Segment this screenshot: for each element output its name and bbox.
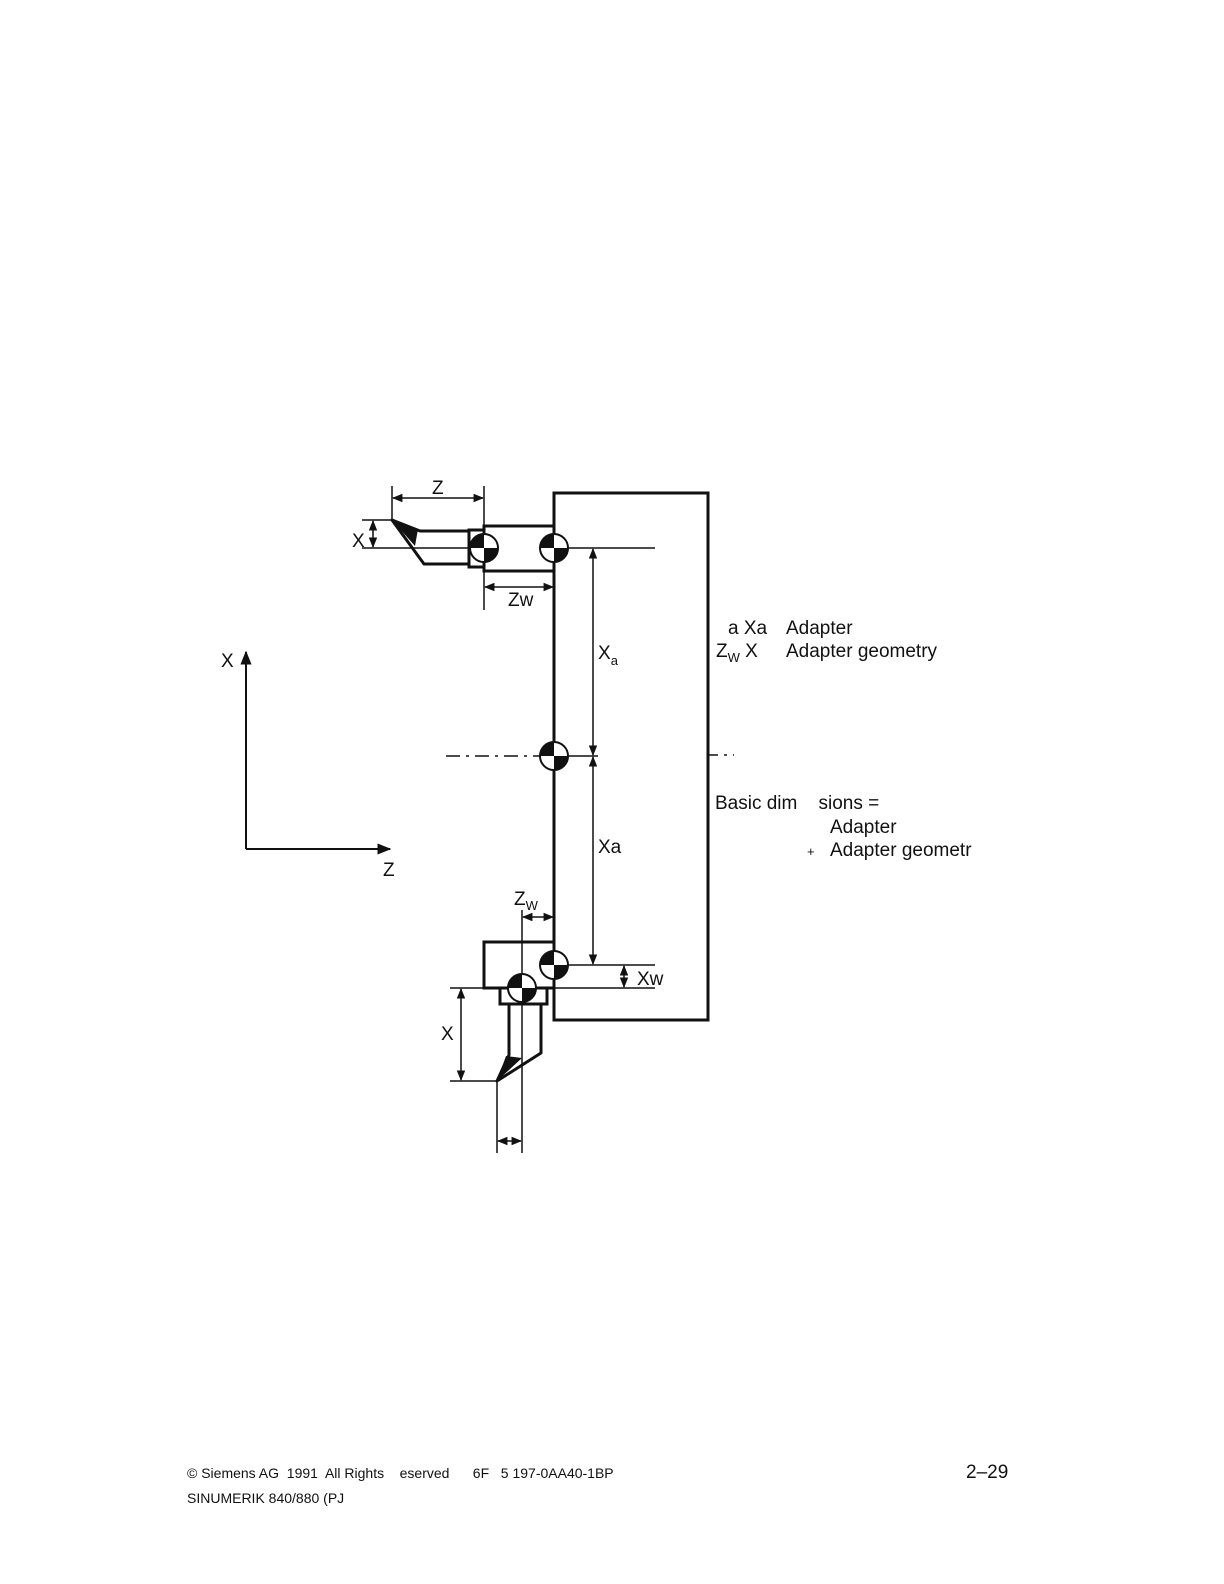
top-zw-label: Zw xyxy=(508,590,534,611)
top-z-label: Z xyxy=(432,478,444,499)
formula-plus: + xyxy=(807,844,815,859)
formula-line1: Basic dim sions = xyxy=(715,793,879,814)
top-x-label: X xyxy=(352,531,365,552)
page-number: 2–29 xyxy=(966,1462,1008,1484)
bottom-zw-label: ZW xyxy=(514,889,539,913)
x-axis-label: X xyxy=(221,651,234,672)
formula-line3: Adapter geometr xyxy=(830,840,972,861)
formula-line2: Adapter xyxy=(830,817,897,838)
footer-copyright: © Siemens AG 1991 All Rights eserved 6F … xyxy=(187,1465,614,1481)
bottom-adapter-reference-mark xyxy=(540,951,568,979)
xw-label: Xw xyxy=(637,969,664,990)
bottom-tool-reference-mark xyxy=(508,974,536,1002)
legend-line1-text: Adapter xyxy=(786,618,853,639)
legend-line2-text: Adapter geometry xyxy=(786,641,938,662)
z-axis-label: Z xyxy=(383,860,395,881)
top-tool-reference-mark xyxy=(470,534,498,562)
top-adapter-reference-mark xyxy=(540,534,568,562)
center-reference-mark xyxy=(540,742,568,770)
bottom-x-label: X xyxy=(441,1024,454,1045)
xa-lower-label: Xa xyxy=(598,837,622,858)
xa-upper-label: Xa xyxy=(598,643,619,668)
footer-product: SINUMERIK 840/880 (PJ xyxy=(187,1490,344,1506)
legend-line2-symbols: ZW X xyxy=(716,641,758,665)
legend-line1-symbols: a Xa xyxy=(728,618,768,639)
